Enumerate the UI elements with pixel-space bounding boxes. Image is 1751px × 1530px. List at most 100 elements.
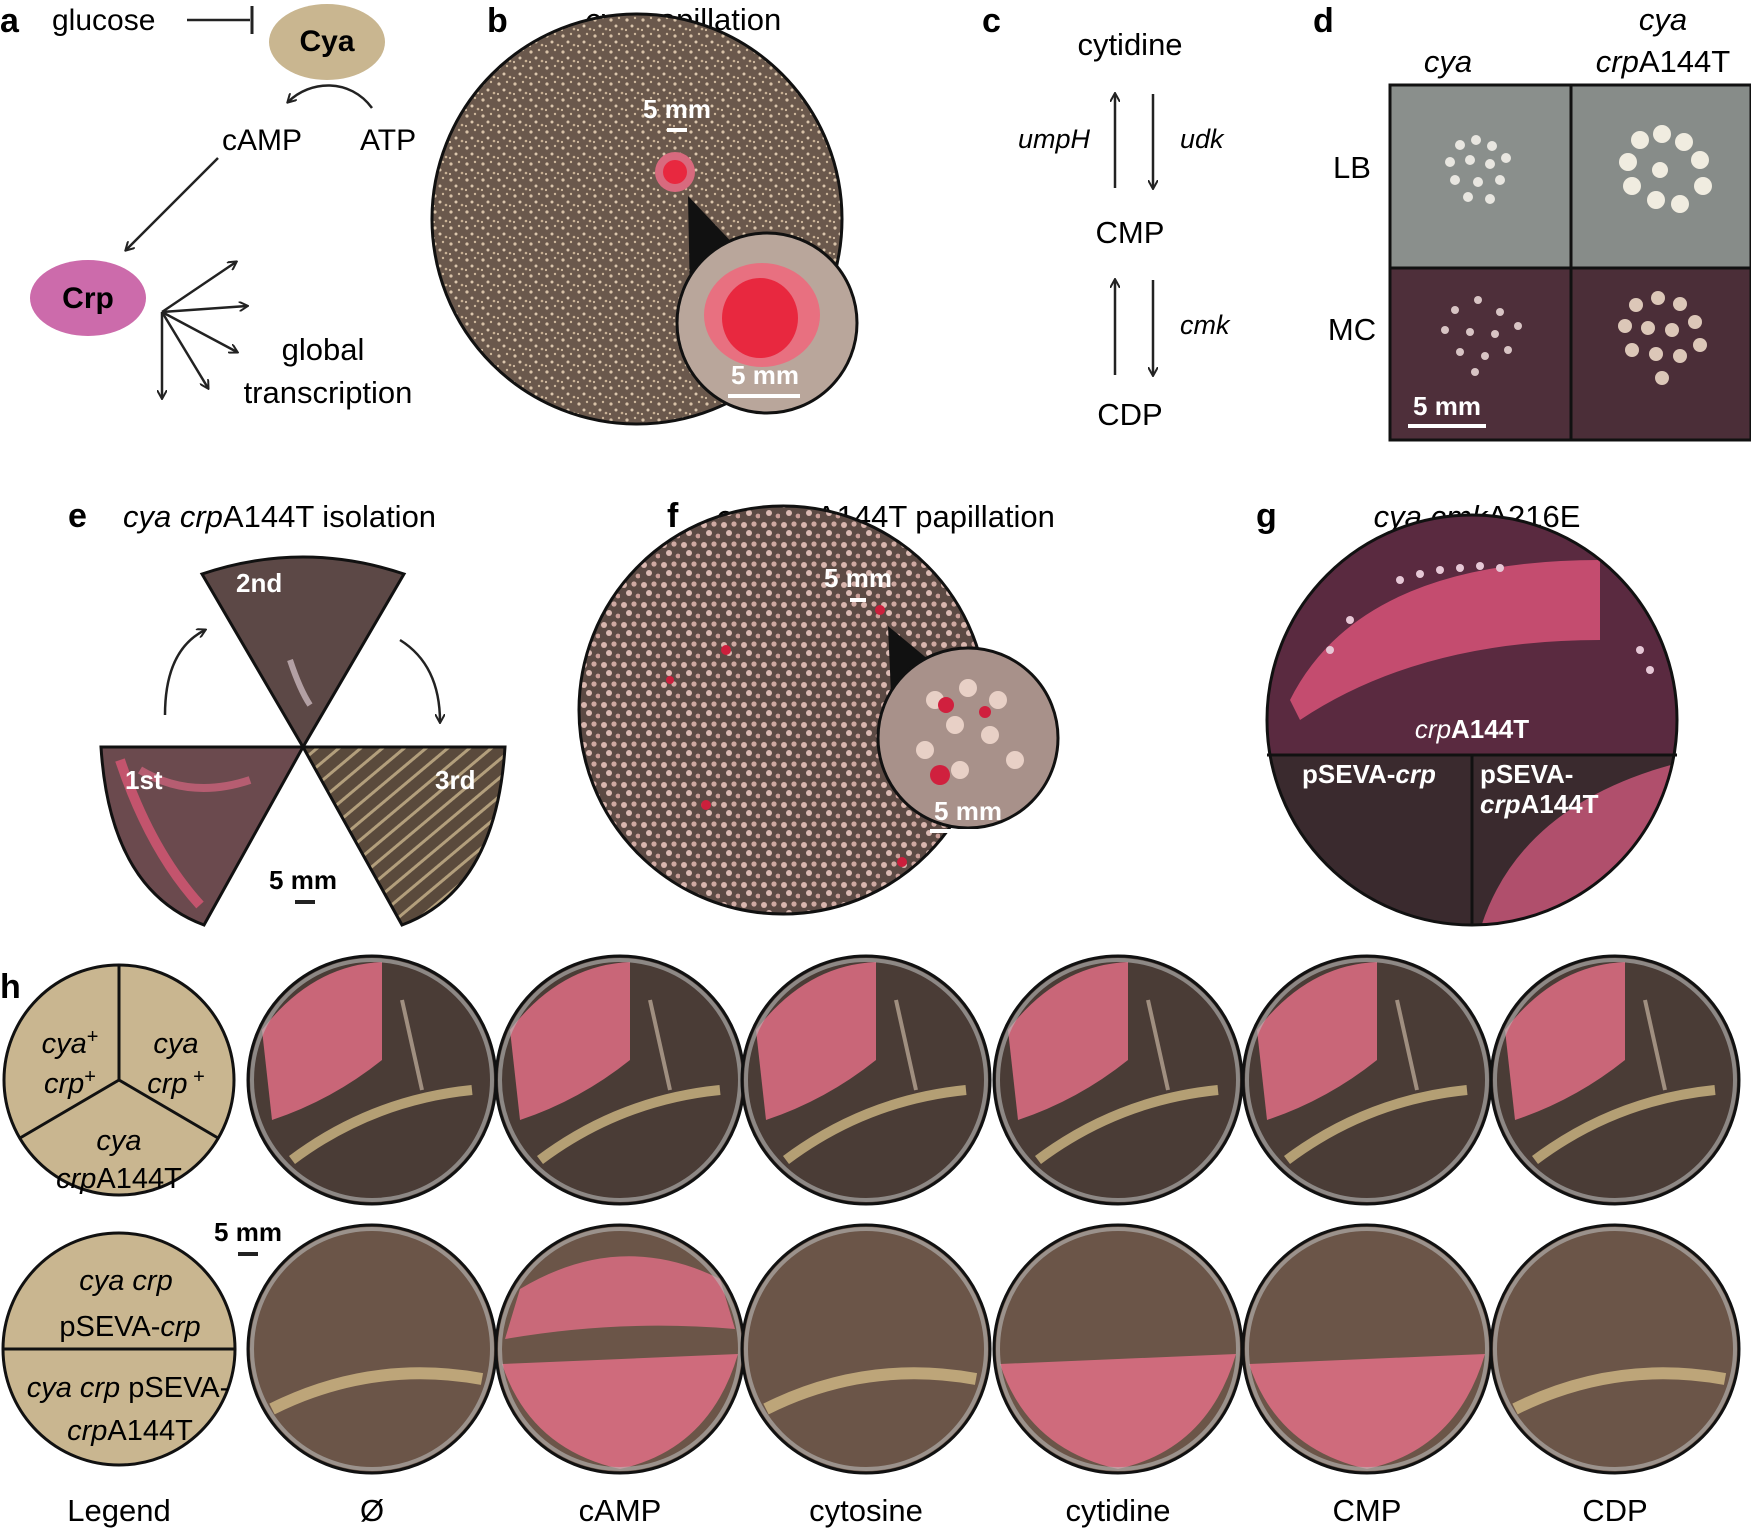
mc-crp-colonies: [1618, 291, 1707, 385]
legend-crpa144t: crpA144T: [56, 1163, 182, 1195]
label-g-bottom-right-line2: crpA144T: [1480, 789, 1599, 819]
conversion-arrow: [288, 84, 374, 109]
col-cya-crp-line2: crpA144T: [1596, 44, 1730, 79]
cya-enzyme: [269, 4, 385, 80]
panel-c: c cytidine umpH udk CMP cmk CDP: [982, 2, 1231, 432]
plate-top-cmp: [1241, 954, 1493, 1206]
panel-letter-b: b: [487, 2, 508, 40]
legend-cya-3: cya: [96, 1125, 141, 1157]
atp-label: ATP: [360, 124, 416, 157]
label-g-top: crpA144T: [1415, 714, 1529, 744]
sector-2nd: [199, 555, 407, 750]
plate-top-camp: [494, 954, 746, 1206]
legend-cya-crp-1: cya crp: [79, 1265, 172, 1297]
legend-cya-crp-pseva: cya crp pSEVA-: [27, 1372, 230, 1404]
cmp-label: CMP: [1096, 215, 1165, 250]
panel-e-title: cya crpA144T isolation: [123, 499, 436, 534]
plate-bottom-cytidine: [992, 1223, 1244, 1475]
column-label-cytosine: cytosine: [809, 1493, 923, 1528]
plate-lb-cya: [1390, 85, 1571, 268]
panel-letter-f: f: [667, 497, 679, 535]
column-label-cmp: CMP: [1333, 1493, 1402, 1528]
arrow-2nd-3rd: [399, 638, 440, 722]
scale-h: 5 mm: [214, 1217, 282, 1247]
panel-letter-h: h: [0, 968, 21, 1006]
column-label-none: Ø: [360, 1493, 384, 1528]
legend-cya-plus: cya+: [42, 1026, 99, 1060]
plate-top-cdp: [1489, 954, 1741, 1206]
label-3rd: 3rd: [435, 765, 475, 795]
column-label-camp: cAMP: [579, 1493, 662, 1528]
zoom-inset-f: [876, 646, 1060, 830]
transcription-label: transcription: [244, 375, 413, 410]
label-g-bottom-right-line1: pSEVA-: [1480, 759, 1573, 789]
scale-d: 5 mm: [1413, 391, 1481, 421]
plate-bottom-camp: [494, 1223, 746, 1475]
cytidine-label: cytidine: [1077, 27, 1182, 62]
scale-b-inset: 5 mm: [731, 360, 799, 390]
label-g-bottom-left: pSEVA-crp: [1302, 759, 1436, 789]
camp-to-crp-arrow: [126, 157, 219, 250]
mc-cya-colonies: [1441, 296, 1522, 376]
plate-top-cytosine: [740, 954, 992, 1206]
scale-f-inset: 5 mm: [934, 796, 1002, 826]
col-cya-crp-line1: cya: [1639, 2, 1687, 37]
plate-b-rim: [430, 12, 844, 426]
plate-top-none: [246, 954, 498, 1206]
legend-crp-plus: crp+: [44, 1066, 96, 1100]
panel-e: e cya crpA144T isolation 2nd 1st 3rd 5 m…: [68, 497, 507, 927]
col-cya: cya: [1424, 44, 1472, 79]
scale-f-top: 5 mm: [824, 563, 892, 593]
plates-row-bottom: [246, 1223, 1741, 1475]
plate-top-cytidine: [992, 954, 1244, 1206]
panel-letter-g: g: [1256, 497, 1277, 535]
legend-crpa144t-2: crpA144T: [67, 1415, 193, 1447]
scale-e: 5 mm: [269, 865, 337, 895]
cya-label: Cya: [299, 25, 354, 58]
panel-g: g cya cmkA216E crpA144T pSEVA-crp pSEVA-…: [1256, 497, 1679, 927]
panel-h: h cya+ crp+ cya crp + cya crpA144T cya c…: [0, 954, 1741, 1528]
sector-3rd: [300, 745, 507, 927]
plate-bottom-cytosine: [740, 1223, 992, 1475]
plate-mc-cya: [1390, 268, 1571, 440]
lb-crp-colonies: [1619, 125, 1712, 213]
label-2nd: 2nd: [236, 568, 282, 598]
panel-letter-e: e: [68, 497, 87, 535]
arrow-1st-2nd: [163, 630, 205, 716]
column-label-cdp: CDP: [1582, 1493, 1647, 1528]
label-1st: 1st: [125, 765, 163, 795]
lb-cya-colonies: [1445, 135, 1511, 204]
panel-d: d cya cya crpA144T LB: [1313, 2, 1751, 442]
scale-b-top: 5 mm: [643, 94, 711, 124]
panel-a: a glucose Cya cAMP ATP Crp global transc…: [0, 2, 416, 410]
plates-row-top: [246, 954, 1741, 1206]
legend-pseva-crp: pSEVA-crp: [59, 1311, 200, 1343]
legend-crp-plus-2: crp +: [147, 1066, 205, 1100]
row-mc: MC: [1328, 312, 1376, 347]
glucose-label: glucose: [52, 4, 155, 37]
panel-b: b cya papillation 5 mm 5 mm: [430, 2, 859, 426]
column-label-cytidine: cytidine: [1065, 1493, 1170, 1528]
transcription-arrows: [162, 262, 247, 398]
udk-label: udk: [1180, 124, 1225, 154]
panel-letter-d: d: [1313, 2, 1334, 40]
column-label-legend: Legend: [67, 1493, 170, 1528]
camp-label: cAMP: [222, 124, 302, 157]
sector-1st: [99, 745, 306, 927]
plate-bottom-cdp: [1489, 1223, 1741, 1475]
crp-label: Crp: [62, 282, 114, 315]
panel-letter-c: c: [982, 2, 1001, 40]
global-label: global: [282, 332, 365, 367]
umph-label: umpH: [1018, 124, 1091, 154]
row-lb: LB: [1333, 150, 1371, 185]
panel-letter-a: a: [0, 2, 20, 40]
cmk-label: cmk: [1180, 310, 1231, 340]
legend-cya: cya: [153, 1028, 198, 1060]
cdp-label: CDP: [1097, 397, 1162, 432]
plate-g-rim: [1265, 513, 1679, 927]
crp-protein: [30, 260, 146, 336]
plate-bottom-none: [246, 1223, 498, 1475]
plate-bottom-cmp: [1241, 1223, 1493, 1475]
